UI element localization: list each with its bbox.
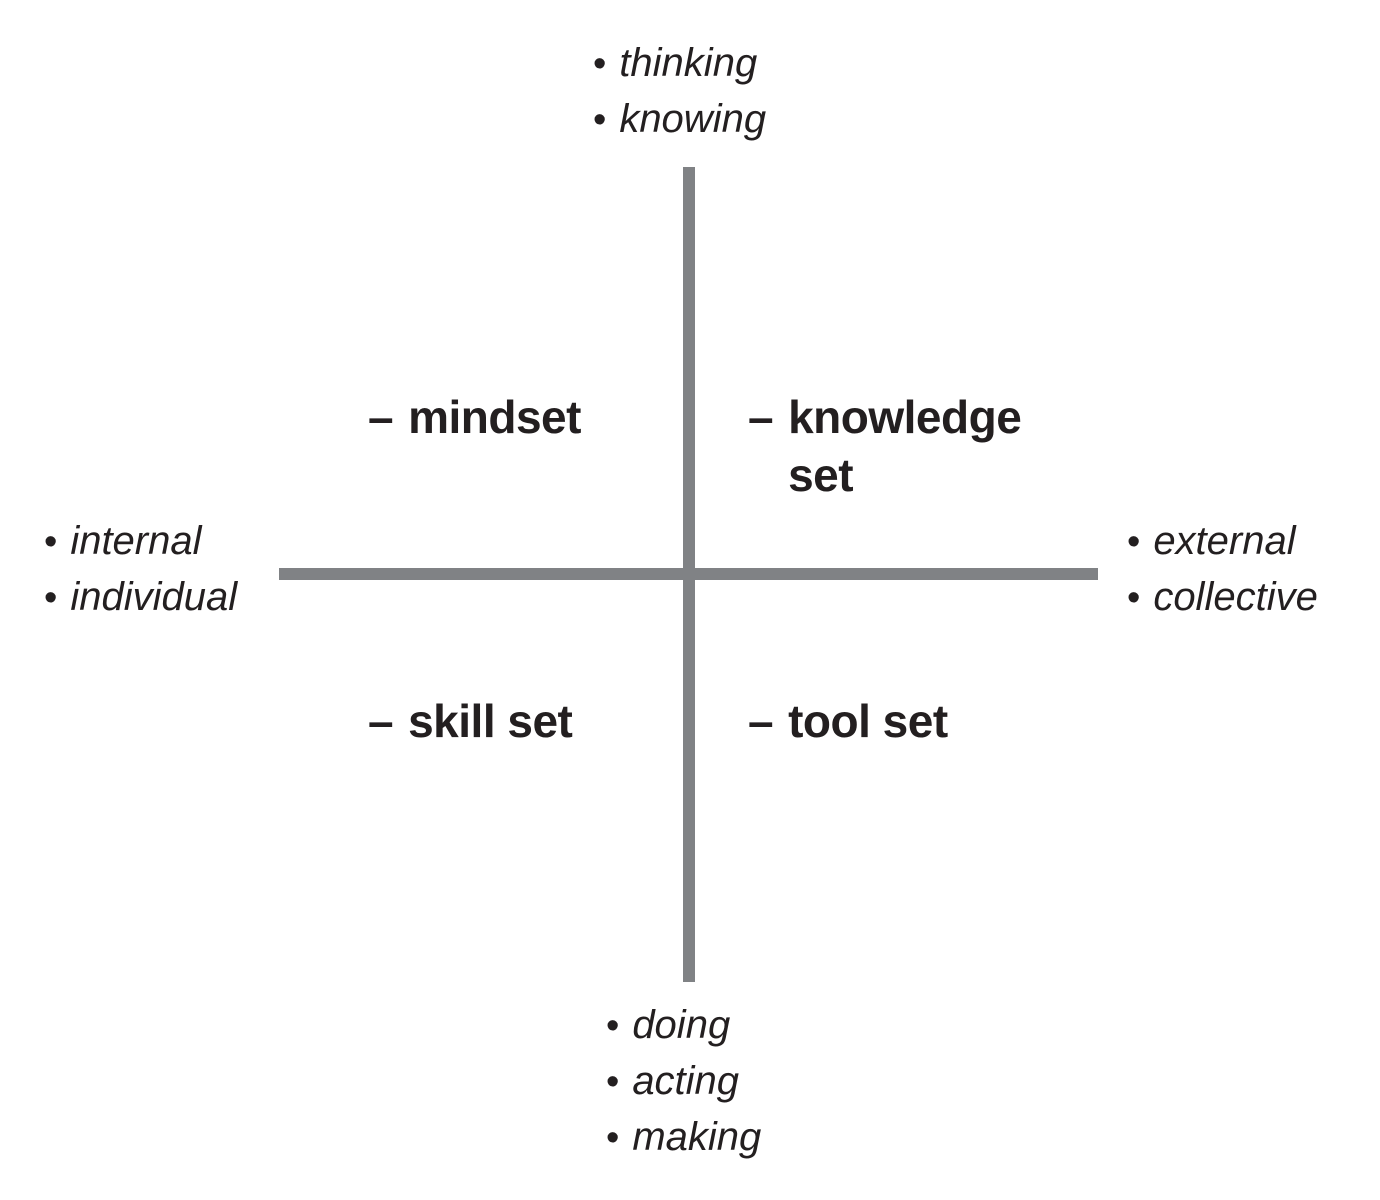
axis-label-collective: collective	[1153, 575, 1318, 619]
bullet-icon: •	[606, 1005, 620, 1047]
axis-label-making: making	[632, 1115, 762, 1159]
axis-label-item: • individual	[44, 570, 237, 626]
axis-label-item: • doing	[606, 998, 761, 1054]
axis-label-item: • external	[1127, 514, 1318, 570]
axis-label-item: • making	[606, 1110, 761, 1166]
axis-label-individual: individual	[70, 575, 238, 619]
bullet-icon: •	[1127, 521, 1141, 563]
axis-label-external: external	[1153, 519, 1296, 563]
top-axis-labels: • thinking • knowing	[593, 36, 766, 148]
axis-label-item: • knowing	[593, 92, 766, 148]
horizontal-axis-line	[279, 568, 1098, 580]
bullet-icon: •	[606, 1117, 620, 1159]
right-axis-labels: • external • collective	[1127, 514, 1318, 626]
axis-label-item: • thinking	[593, 36, 766, 92]
dash-icon: –	[368, 695, 394, 747]
axis-label-item: • collective	[1127, 570, 1318, 626]
left-axis-labels: • internal • individual	[44, 514, 237, 626]
axis-label-acting: acting	[632, 1059, 740, 1103]
axis-label-knowing: knowing	[619, 97, 767, 141]
quadrant-label-text: skill set	[408, 695, 573, 747]
dash-icon: –	[368, 391, 394, 443]
bullet-icon: •	[593, 43, 607, 85]
bullet-icon: •	[593, 99, 607, 141]
dash-icon: –	[748, 695, 774, 747]
axis-label-internal: internal	[70, 519, 202, 563]
bullet-icon: •	[44, 577, 58, 619]
axis-label-item: • acting	[606, 1054, 761, 1110]
bullet-icon: •	[606, 1061, 620, 1103]
quadrant-label-tool-set: – tool set	[748, 692, 948, 750]
quadrant-label-text: tool set	[788, 695, 948, 747]
axis-label-doing: doing	[632, 1003, 731, 1047]
bottom-axis-labels: • doing • acting • making	[606, 998, 761, 1166]
dash-icon: –	[748, 391, 774, 443]
axis-label-item: • internal	[44, 514, 237, 570]
bullet-icon: •	[1127, 577, 1141, 619]
quadrant-label-mindset: – mindset	[368, 388, 581, 446]
quadrant-label-text: mindset	[408, 391, 581, 443]
quadrant-label-skill-set: – skill set	[368, 692, 573, 750]
bullet-icon: •	[44, 521, 58, 563]
axis-label-thinking: thinking	[619, 41, 758, 85]
quadrant-label-knowledge-set: – knowledge set	[748, 388, 1052, 504]
quadrant-label-text: knowledge set	[788, 391, 1022, 501]
